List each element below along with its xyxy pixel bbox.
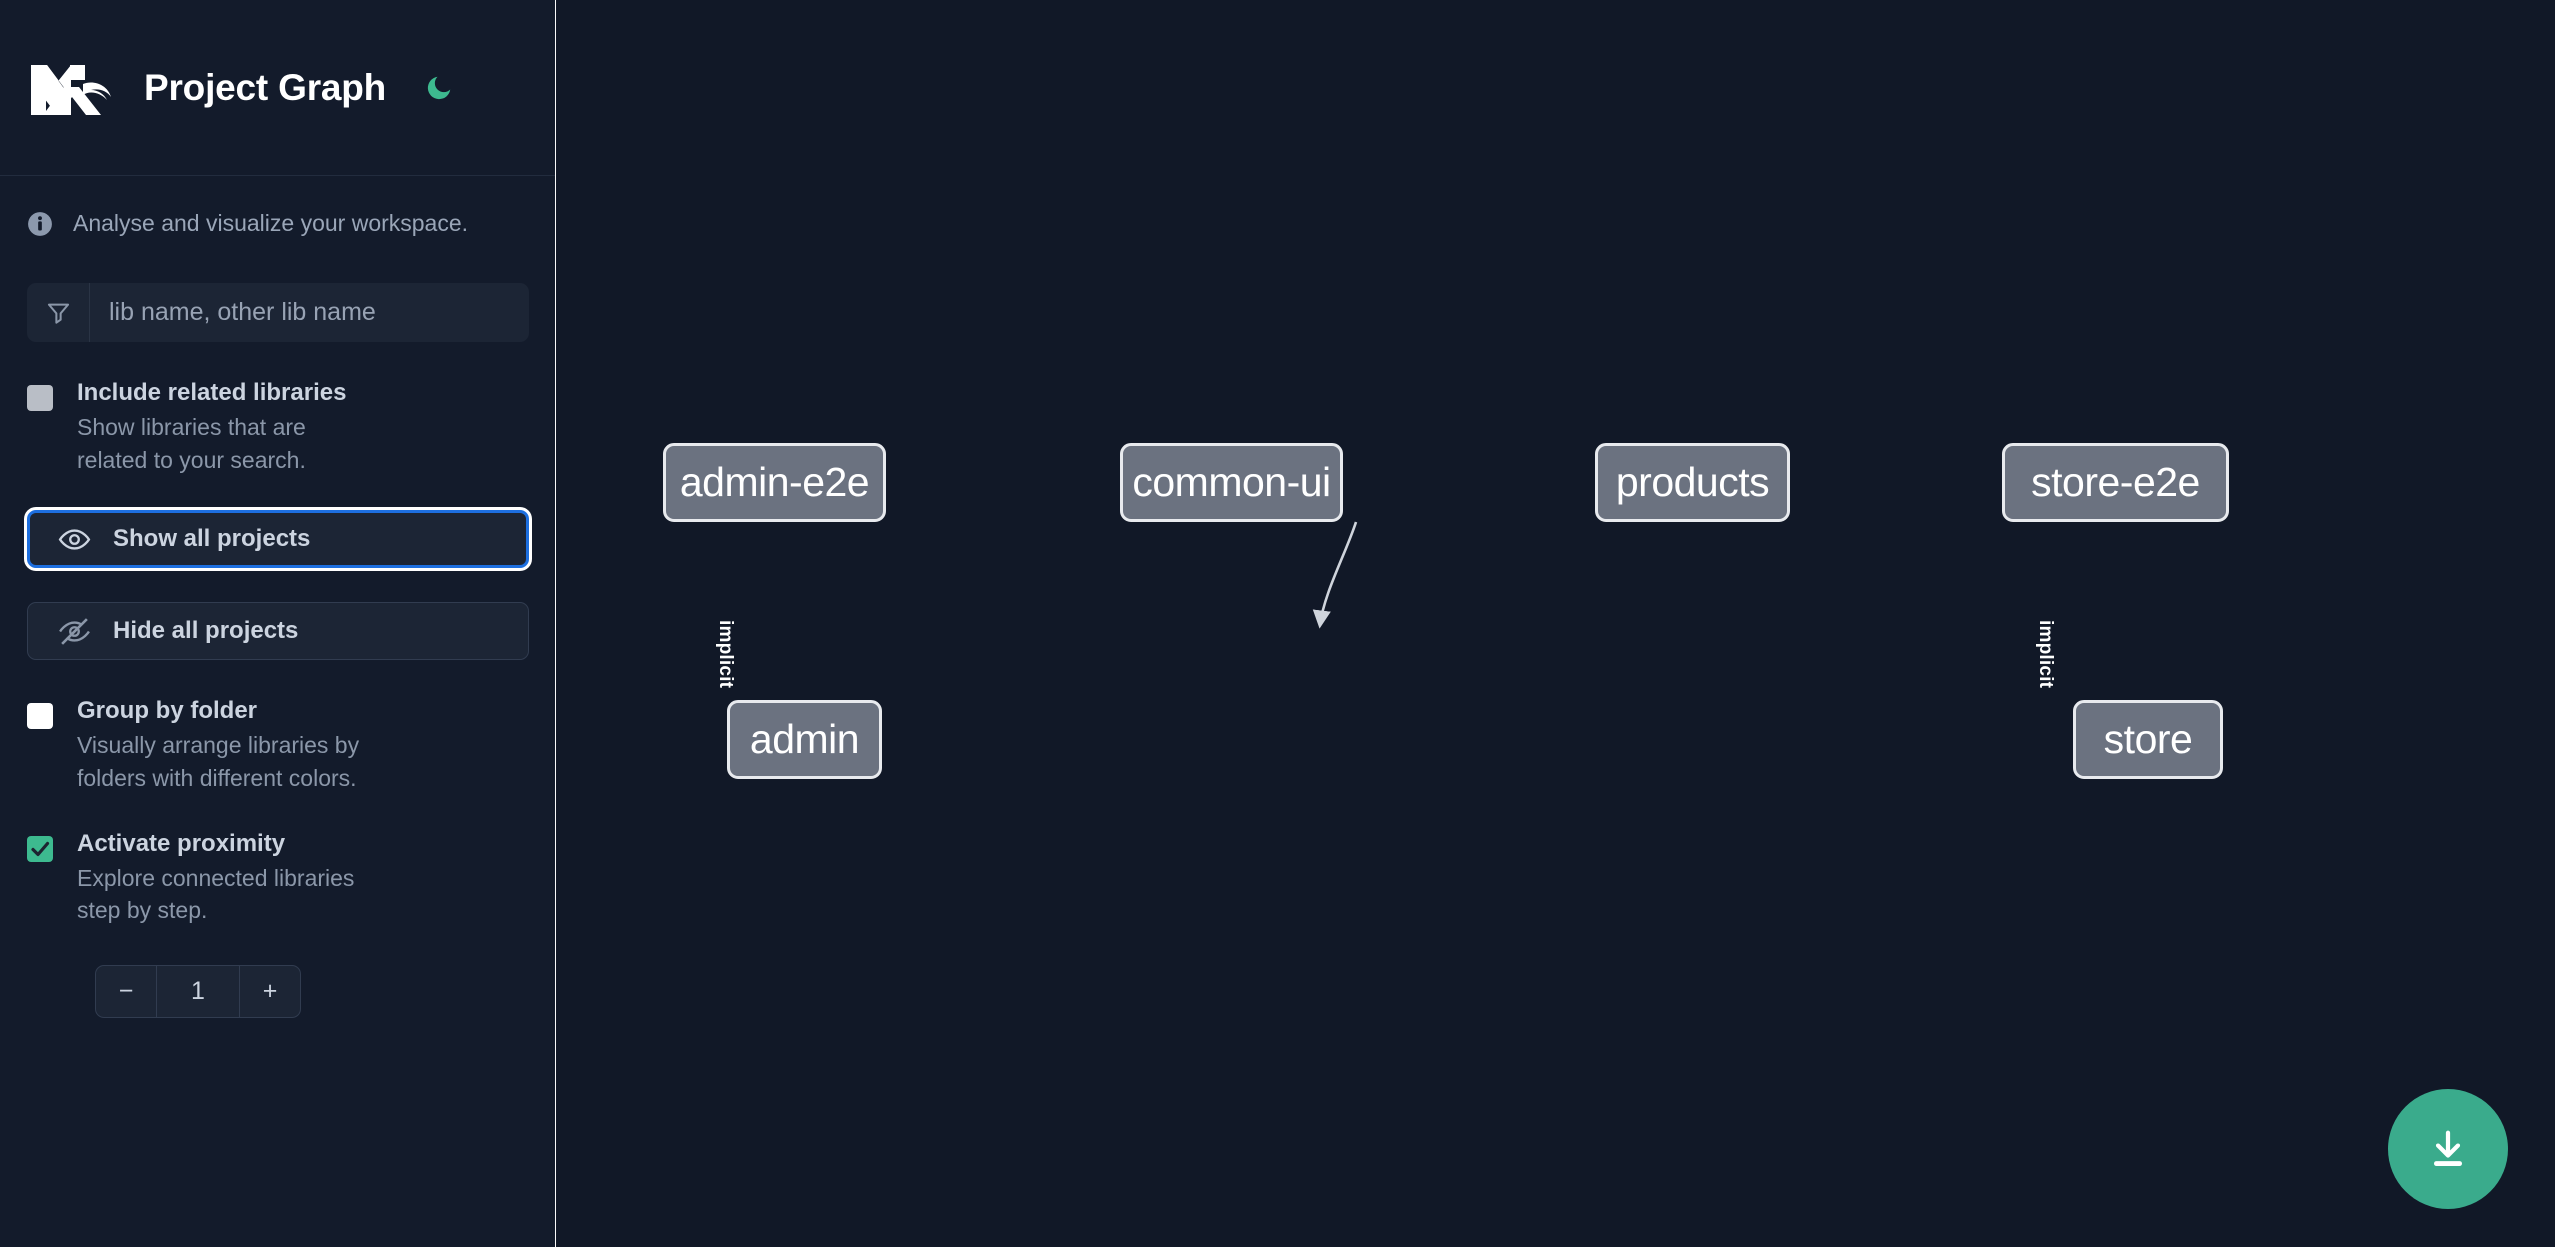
sidebar: Project Graph Analyse and visualize your… — [0, 0, 568, 1247]
graph-node-admin[interactable]: admin — [727, 700, 882, 779]
group-by-folder-checkbox[interactable] — [27, 703, 53, 730]
include-related-libraries-description: Show libraries that are related to your … — [77, 414, 306, 473]
include-related-libraries-label: Include related libraries — [77, 379, 347, 406]
show-all-projects-button[interactable]: Show all projects — [27, 510, 529, 569]
moon-icon[interactable] — [419, 68, 459, 108]
option-group-by-folder[interactable]: Group by folder Visually arrange librari… — [27, 696, 529, 794]
eye-slash-icon — [58, 615, 91, 648]
graph-canvas[interactable]: admin-e2e common-ui products store-e2e a… — [556, 0, 2555, 1247]
graph-node-common-ui[interactable]: common-ui — [1120, 443, 1343, 522]
activate-proximity-label: Activate proximity — [77, 829, 286, 857]
checkmark-icon — [31, 841, 50, 856]
activate-proximity-checkbox[interactable] — [27, 835, 53, 862]
sidebar-body: Analyse and visualize your workspace. In… — [0, 176, 556, 1018]
search-input[interactable] — [90, 283, 529, 342]
graph-edges — [1312, 521, 1358, 629]
filter-funnel-icon — [27, 283, 90, 342]
include-related-libraries-checkbox[interactable] — [27, 385, 53, 411]
graph-node-store[interactable]: store — [2073, 700, 2223, 779]
option-activate-proximity[interactable]: Activate proximity Explore connected lib… — [27, 829, 529, 927]
graph-node-store-e2e[interactable]: store-e2e — [2002, 443, 2229, 522]
proximity-decrement-button[interactable]: − — [96, 965, 157, 1017]
eye-icon — [58, 523, 91, 556]
search-field[interactable] — [27, 283, 529, 342]
edge-admin-e2e-admin — [1312, 521, 1358, 629]
sidebar-header: Project Graph — [0, 0, 556, 176]
group-by-folder-label: Group by folder — [77, 697, 257, 725]
proximity-stepper: − 1 + — [95, 964, 301, 1018]
proximity-increment-button[interactable]: + — [239, 965, 300, 1017]
download-graph-button[interactable] — [2388, 1089, 2508, 1209]
activate-proximity-description: Explore connected libraries step by step… — [77, 864, 355, 924]
proximity-value: 1 — [191, 976, 205, 1005]
info-icon — [27, 211, 53, 237]
tagline-text: Analyse and visualize your workspace. — [73, 210, 469, 236]
hide-all-projects-button[interactable]: Hide all projects — [27, 602, 529, 661]
graph-node-admin-e2e[interactable]: admin-e2e — [663, 443, 886, 522]
option-include-related-libraries[interactable]: Include related libraries Show libraries… — [27, 378, 529, 476]
show-all-projects-label: Show all projects — [113, 525, 311, 553]
group-by-folder-description: Visually arrange libraries by folders wi… — [77, 732, 360, 791]
graph-node-products[interactable]: products — [1595, 443, 1790, 522]
nx-logo-icon — [27, 57, 115, 119]
download-icon — [2434, 1130, 2462, 1167]
hide-all-projects-label: Hide all projects — [113, 617, 299, 645]
page-title: Project Graph — [144, 66, 387, 108]
tagline: Analyse and visualize your workspace. — [27, 176, 529, 237]
